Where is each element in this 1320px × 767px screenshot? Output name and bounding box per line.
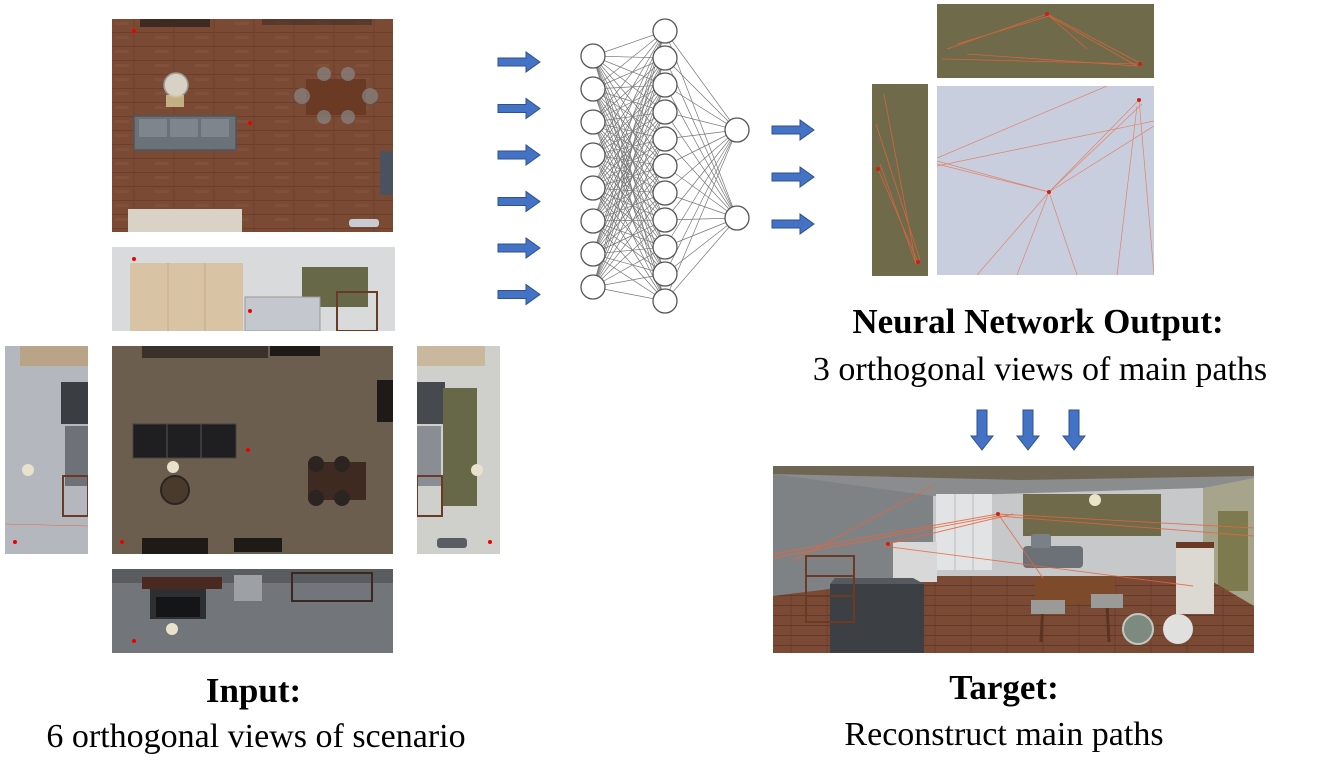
nn-node xyxy=(652,45,678,71)
nn-connection xyxy=(664,138,738,219)
output-arrow xyxy=(771,166,815,188)
nn-connection xyxy=(592,30,666,156)
target-title: Target: xyxy=(949,668,1059,707)
nn-connection xyxy=(592,165,666,288)
nn-connection xyxy=(592,30,666,90)
nn-connection xyxy=(592,84,666,189)
nn-connection xyxy=(664,129,738,167)
output-arrow xyxy=(771,119,815,141)
nn-connection xyxy=(592,55,666,167)
nn-connection xyxy=(592,30,666,255)
down-arrow xyxy=(1015,409,1041,451)
nn-node xyxy=(580,142,606,168)
input-arrow xyxy=(497,237,541,259)
nn-connection xyxy=(592,219,666,288)
nn-connection xyxy=(592,111,666,222)
nn-connection xyxy=(592,30,666,123)
down-arrow xyxy=(1061,409,1087,451)
nn-connection xyxy=(664,165,738,219)
nn-connection xyxy=(592,55,666,194)
input-arrow xyxy=(497,190,541,213)
nn-node xyxy=(580,109,606,135)
nn-node xyxy=(652,288,678,314)
down-arrow xyxy=(969,409,995,451)
nn-node xyxy=(580,175,606,201)
nn-connection xyxy=(592,121,666,248)
input-view-back xyxy=(112,569,393,653)
input-arrows xyxy=(497,51,541,306)
output-title: Neural Network Output: xyxy=(852,302,1224,341)
nn-connection xyxy=(592,30,666,57)
input-arrow xyxy=(497,283,541,306)
nn-node xyxy=(580,43,606,69)
nn-connection xyxy=(664,192,738,219)
nn-node xyxy=(652,261,678,287)
neural-network-diagram xyxy=(580,18,750,314)
nn-connection xyxy=(664,111,738,219)
nn-connection xyxy=(592,165,666,255)
nn-connection xyxy=(592,111,666,189)
output-arrows xyxy=(771,119,815,235)
nn-node xyxy=(580,274,606,300)
input-subtitle: 6 orthogonal views of scenario xyxy=(46,718,466,755)
nn-node xyxy=(580,241,606,267)
nn-connection xyxy=(592,57,666,189)
output-subtitle: 3 orthogonal views of main paths xyxy=(812,351,1268,388)
nn-node xyxy=(724,205,750,231)
nn-connection xyxy=(664,129,738,194)
nn-connection xyxy=(664,217,738,302)
nn-node xyxy=(652,18,678,44)
nn-connection xyxy=(664,129,738,248)
nn-connection xyxy=(664,57,738,131)
nn-connection xyxy=(664,30,738,131)
nn-node xyxy=(580,208,606,234)
input-view-bottom xyxy=(112,346,393,554)
nn-connection xyxy=(664,217,738,275)
input-view-left xyxy=(5,346,88,554)
nn-node xyxy=(652,99,678,125)
nn-connection xyxy=(592,57,666,288)
output-arrow xyxy=(771,213,815,235)
nn-node xyxy=(652,234,678,260)
output-view-front xyxy=(937,86,1154,275)
nn-connection xyxy=(592,192,666,288)
nn-node xyxy=(652,153,678,179)
nn-connection xyxy=(592,84,666,222)
nn-node xyxy=(652,126,678,152)
input-view-right xyxy=(417,346,500,554)
nn-connection xyxy=(664,30,738,219)
nn-connection xyxy=(592,165,666,222)
nn-connection xyxy=(664,84,738,219)
nn-node xyxy=(724,117,750,143)
nn-node xyxy=(652,207,678,233)
nn-node xyxy=(652,72,678,98)
nn-node xyxy=(580,76,606,102)
nn-connection xyxy=(592,138,666,255)
nn-connection xyxy=(592,138,666,222)
input-title: Input: xyxy=(205,671,302,710)
input-view-front xyxy=(112,247,395,331)
target-subtitle: Reconstruct main paths xyxy=(844,716,1164,753)
nn-node xyxy=(652,180,678,206)
nn-connection xyxy=(592,138,666,189)
input-arrow xyxy=(497,144,541,166)
nn-connection xyxy=(664,84,738,131)
down-arrows xyxy=(969,409,1087,451)
nn-connection xyxy=(664,129,738,221)
input-arrow xyxy=(497,51,541,73)
output-view-top xyxy=(937,4,1154,78)
input-view-top xyxy=(112,19,393,232)
input-arrow xyxy=(497,97,541,120)
output-view-side xyxy=(872,84,928,276)
nn-connection xyxy=(592,246,666,288)
target-render xyxy=(773,466,1254,653)
nn-connection xyxy=(592,30,666,288)
nn-connection xyxy=(592,88,666,221)
nn-connection xyxy=(664,217,738,248)
